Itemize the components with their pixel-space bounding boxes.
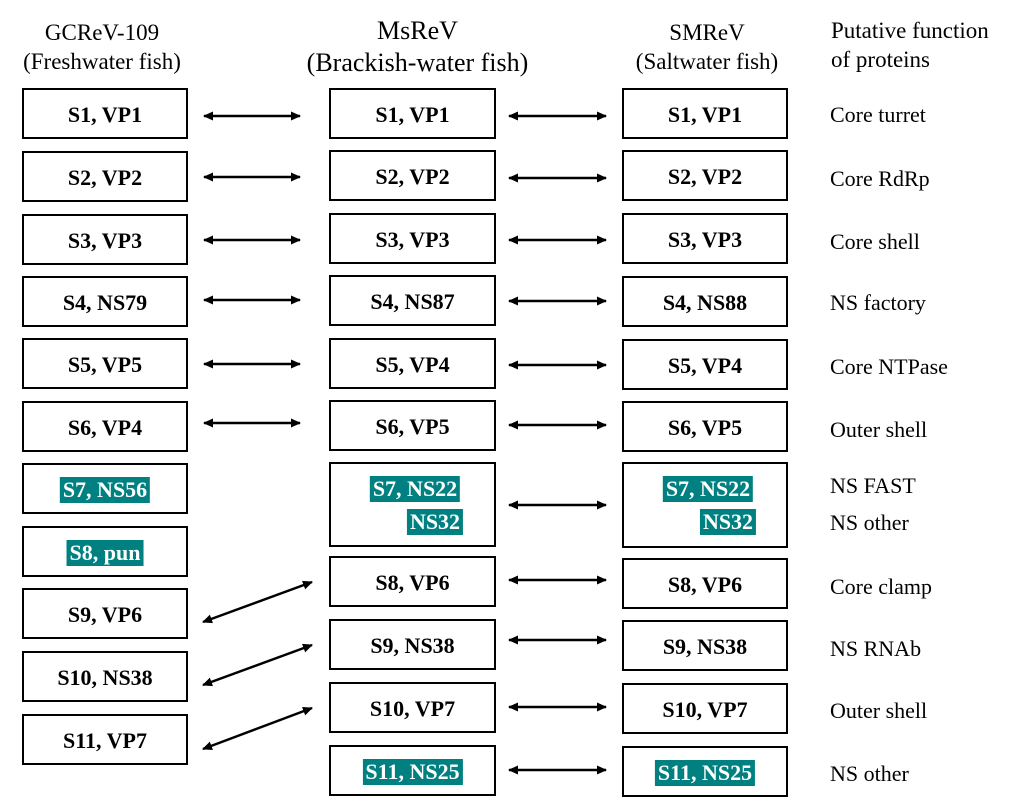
segment-label: S11, VP7 <box>63 728 147 753</box>
segment-label: S8, VP6 <box>667 572 743 597</box>
segment-label-highlighted: S11, NS25 <box>362 759 463 785</box>
msrev-segment-box: S9, NS38 <box>329 619 496 670</box>
function-label: NS other <box>830 510 909 535</box>
segment-label: S4, NS87 <box>370 289 455 314</box>
segment-label: S2, VP2 <box>67 165 143 190</box>
msrev-segment-box: S4, NS87 <box>329 275 496 326</box>
smrev-segment-box: S3, VP3 <box>622 213 788 264</box>
segment-label: S10, NS38 <box>57 665 153 690</box>
function-header-line2: of proteins <box>831 47 931 72</box>
msrev-header: MsReV (Brackish-water fish) <box>280 15 555 79</box>
smrev-segment-box: S6, VP5 <box>622 401 788 452</box>
segment-label: S3, VP3 <box>375 227 450 252</box>
function-label: NS FAST <box>830 473 916 498</box>
function-label: Outer shell <box>830 417 928 442</box>
function-label: Core NTPase <box>830 354 948 379</box>
gcrev-segment-box: S7, NS56 <box>22 463 188 514</box>
msrev-segment-box: S3, VP3 <box>329 213 496 264</box>
gcrev-segment-box: S5, VP5 <box>22 338 188 389</box>
segment-label: S9, NS38 <box>662 634 748 659</box>
msrev-habitat: (Brackish-water fish) <box>306 48 529 77</box>
segment-label: S6, VP4 <box>67 415 143 440</box>
segment-label: S5, VP4 <box>375 352 450 377</box>
gcrev-msrev-arrow <box>202 580 313 624</box>
segment-label: S10, VP7 <box>369 696 456 721</box>
segment-label: S1, VP1 <box>667 102 743 127</box>
gcrev-segment-box: S10, NS38 <box>22 651 188 702</box>
segment-label: S4, NS88 <box>662 290 748 315</box>
function-label: Core RdRp <box>830 166 930 191</box>
msrev-segment-box: S10, VP7 <box>329 682 496 733</box>
function-header-line1: Putative function <box>831 18 989 43</box>
segment-label-highlighted: NS32 <box>406 509 464 535</box>
msrev-segment-box: S8, VP6 <box>329 556 496 607</box>
msrev-segment-box: S5, VP4 <box>329 338 496 389</box>
gcrev-segment-box: S4, NS79 <box>22 276 188 327</box>
msrev-segment-box: S11, NS25 <box>329 745 496 796</box>
gcrev-msrev-arrow <box>202 643 313 687</box>
smrev-header: SMReV (Saltwater fish) <box>612 18 802 76</box>
smrev-segment-box: S9, NS38 <box>622 620 788 671</box>
smrev-segment-box: S2, VP2 <box>622 150 788 201</box>
smrev-segment-box: S4, NS88 <box>622 276 788 327</box>
function-label: Outer shell <box>830 698 928 723</box>
function-label: Core shell <box>830 229 920 254</box>
segment-label-highlighted: NS32 <box>699 509 757 535</box>
smrev-habitat: (Saltwater fish) <box>635 49 779 74</box>
gcrev-segment-box: S11, VP7 <box>22 714 188 765</box>
segment-label-highlighted: S8, pun <box>66 540 144 566</box>
segment-label: S9, VP6 <box>67 602 143 627</box>
function-label: NS RNAb <box>830 636 922 661</box>
segment-label: S6, VP5 <box>667 415 743 440</box>
smrev-segment-box: S7, NS22 NS32 <box>622 462 788 548</box>
segment-label: S3, VP3 <box>667 227 743 252</box>
smrev-segment-box: S11, NS25 <box>622 746 788 797</box>
segment-label-highlighted: S11, NS25 <box>654 760 756 786</box>
segment-label: S4, NS79 <box>62 290 148 315</box>
segment-label: S2, VP2 <box>375 164 450 189</box>
gcrev-segment-box: S3, VP3 <box>22 214 188 265</box>
gcrev-segment-box: S1, VP1 <box>22 88 188 139</box>
smrev-name: SMReV <box>669 20 745 45</box>
function-label: NS other <box>830 761 909 786</box>
segment-label: S1, VP1 <box>67 102 143 127</box>
segment-label: S2, VP2 <box>667 164 743 189</box>
segment-label: S10, VP7 <box>662 697 748 722</box>
msrev-segment-box: S7, NS22 NS32 <box>329 462 496 547</box>
gcrev-segment-box: S9, VP6 <box>22 588 188 639</box>
smrev-segment-box: S1, VP1 <box>622 88 788 139</box>
segment-label: S9, NS38 <box>370 633 455 658</box>
gcrev-msrev-arrow <box>202 706 313 751</box>
function-label: Core turret <box>830 102 926 127</box>
segment-label: S5, VP4 <box>667 353 743 378</box>
function-header: Putative function of proteins <box>831 16 1021 74</box>
msrev-segment-box: S6, VP5 <box>329 400 496 451</box>
smrev-segment-box: S8, VP6 <box>622 558 788 609</box>
segment-label: S8, VP6 <box>375 570 450 595</box>
msrev-segment-box: S1, VP1 <box>329 88 496 139</box>
segment-label-highlighted: S7, NS22 <box>369 476 461 502</box>
gcrev-habitat: (Freshwater fish) <box>23 49 181 74</box>
smrev-segment-box: S10, VP7 <box>622 683 788 734</box>
function-label: Core clamp <box>830 574 933 599</box>
gcrev-segment-box: S8, pun <box>22 526 188 577</box>
segment-label: S6, VP5 <box>375 414 450 439</box>
gcrev-segment-box: S2, VP2 <box>22 151 188 202</box>
function-label: NS factory <box>830 290 926 315</box>
segment-label-highlighted: S7, NS56 <box>59 477 151 503</box>
smrev-segment-box: S5, VP4 <box>622 339 788 390</box>
segment-label-highlighted: S7, NS22 <box>662 476 754 502</box>
gcrev-header: GCReV-109 (Freshwater fish) <box>2 18 202 76</box>
msrev-segment-box: S2, VP2 <box>329 150 496 201</box>
msrev-name: MsReV <box>377 16 458 45</box>
gcrev-name: GCReV-109 <box>44 20 160 45</box>
gcrev-segment-box: S6, VP4 <box>22 401 188 452</box>
segment-label: S3, VP3 <box>67 228 143 253</box>
segment-label: S1, VP1 <box>375 102 450 127</box>
segment-label: S5, VP5 <box>67 352 143 377</box>
